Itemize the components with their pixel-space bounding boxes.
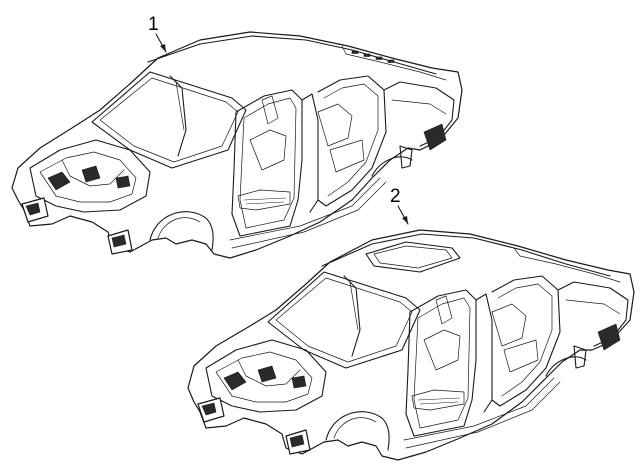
callout-2-arrowhead xyxy=(402,216,408,224)
body-shell-1[interactable] xyxy=(11,31,463,259)
callout-1-label: 1 xyxy=(148,14,159,35)
sunroof-opening xyxy=(365,241,461,273)
callout-1-arrowhead xyxy=(160,44,166,52)
body-shell-2[interactable] xyxy=(187,229,635,461)
callout-2: 2 xyxy=(390,186,409,225)
callout-2-label: 2 xyxy=(390,186,401,207)
roof-rail-holes-1 xyxy=(351,50,395,63)
callout-1: 1 xyxy=(148,14,167,53)
